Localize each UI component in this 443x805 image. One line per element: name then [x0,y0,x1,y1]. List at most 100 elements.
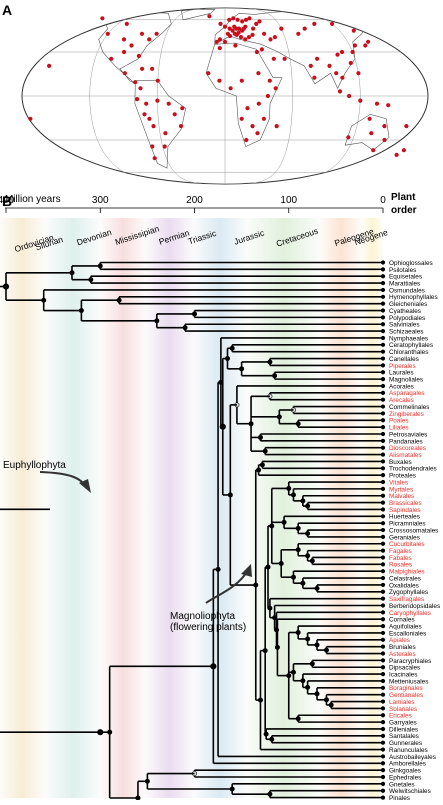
magnoliophyta-arrowhead [241,564,252,577]
sample-point [238,35,244,40]
leaf-dot [380,335,386,341]
right-title-1: Plant [391,192,416,203]
order-label: Icacinales [389,672,417,679]
tick-label: 400 [0,195,15,206]
sample-point [144,101,149,106]
sample-point [404,124,409,129]
leaf-dot [380,397,386,402]
leaf-dot [380,445,386,450]
order-label: Ophioglossales [389,260,433,267]
sample-point [261,116,266,121]
tick-label: 0 [380,195,386,206]
order-label: Austrobaileyales [389,754,436,761]
order-label: Crossosomatales [389,527,438,534]
sample-point [347,93,352,99]
sample-point [28,116,33,121]
order-label: Geraniales [389,534,420,541]
leaf-dot [380,315,386,320]
sample-point [180,106,185,111]
graticule-meridian [224,8,361,184]
sample-point [259,47,264,52]
sample-point [346,135,351,140]
sample-point [271,56,276,61]
sample-point [239,116,244,121]
order-label: Berberidopsidales [389,603,440,610]
sample-point [178,124,184,129]
tick-label: 200 [186,195,203,206]
leaf-dot [380,411,386,416]
sample-point [327,63,332,68]
sample-point [254,49,259,55]
leaf-dot [380,473,386,478]
order-label: Trochodendrales [389,466,437,473]
sample-point [47,63,52,68]
right-title-2: order [391,205,417,216]
sample-point [352,43,357,48]
sample-point [279,26,284,31]
period-band [320,218,362,798]
order-label: Paracryphiales [389,658,431,665]
leaf-dot [380,630,386,636]
leaf-dot [380,788,386,793]
leaf-dot [380,527,386,533]
sample-point [222,24,228,29]
sample-point [296,31,301,36]
leaf-dot [380,713,386,718]
sample-point [150,144,155,149]
sample-point [256,101,261,106]
sample-point [230,28,235,33]
sample-point [154,31,159,36]
leaf-dot [380,294,386,299]
sample-point [217,78,222,83]
sample-point [308,63,313,68]
order-label: Polypodiales [389,315,425,322]
leaf-dot [380,569,386,574]
order-label: Pandanales [389,438,423,445]
leaf-dot [380,733,386,738]
euphyllophyta-label: Euphyllophyta [3,460,66,471]
leaf-dot [380,438,386,443]
order-label: Ephedrales [389,774,421,781]
sample-point [401,148,406,153]
leaf-dot [380,740,386,745]
order-label: Fabales [389,555,412,562]
sample-point [268,37,273,42]
order-label: Cornales [389,617,415,624]
tick-label: 100 [280,195,297,206]
order-label: Brassicales [389,500,422,507]
sample-point [382,124,387,129]
order-label: Buxales [389,459,412,466]
sample-point [237,26,242,31]
order-label: Caryophyllales [389,610,431,617]
leaf-dot [380,582,386,588]
order-label: Zygophyllales [389,589,428,596]
leaf-dot [380,726,386,732]
order-label: Gentianales [389,692,423,699]
sample-point [246,35,251,40]
order-label: Garryales [389,720,417,727]
sample-point [139,31,145,36]
leaf-dot [380,672,386,677]
sample-point [243,17,249,22]
sample-point [121,37,127,42]
sample-point [217,46,222,51]
sample-point [358,98,363,103]
order-label: Nymphaeales [389,335,428,342]
order-label: Apiales [389,637,410,644]
sample-point [374,101,380,106]
period-band [44,218,102,798]
order-label: Salviniales [389,322,420,329]
sample-point [312,21,317,26]
leaf-dot [380,377,386,382]
sample-point [247,16,252,21]
leaf-dot [380,500,386,505]
order-label: Amborellales [389,761,426,768]
order-label: Santalales [389,733,419,740]
order-label: Welwitschiales [389,788,431,795]
sample-point [386,103,391,108]
sample-point [228,86,233,91]
leaf-dot [380,486,386,491]
order-label: Acorales [389,383,414,390]
sample-point [251,26,256,31]
leaf-dot [380,678,386,684]
